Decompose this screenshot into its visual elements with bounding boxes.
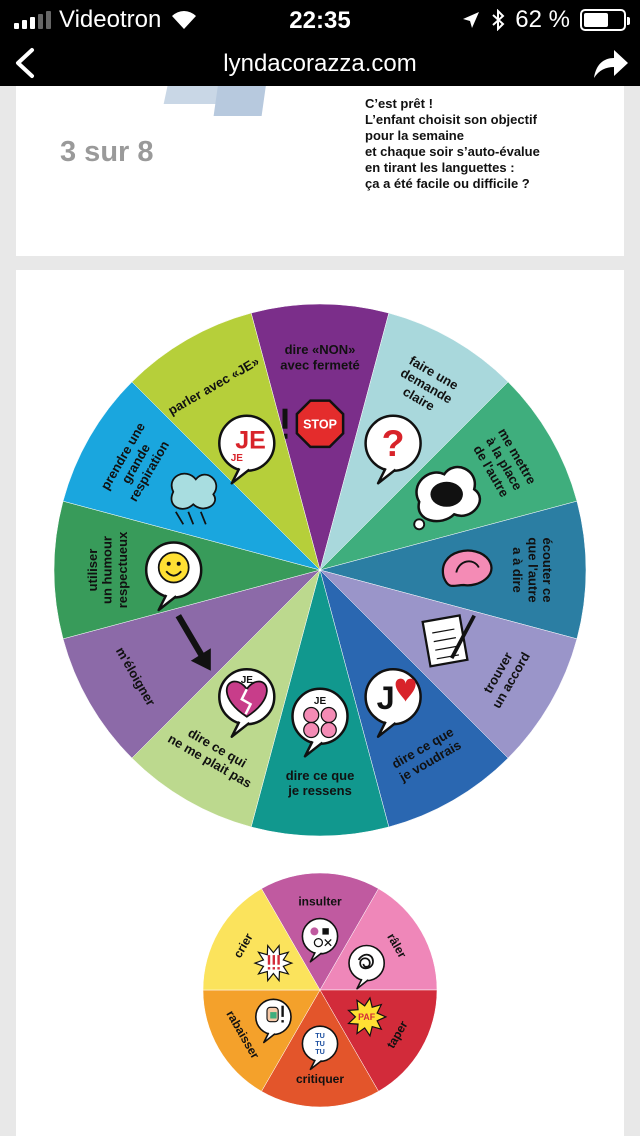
bluetooth-icon	[492, 9, 505, 31]
segment-slice	[319, 989, 438, 1092]
small-wheel-segment: insulter	[261, 872, 379, 991]
big-wheel-segment: m'éloigner	[62, 569, 321, 759]
small-wheel-segment: crier	[202, 888, 321, 991]
icon-text: ?	[382, 422, 405, 464]
icon-text: JE	[235, 426, 266, 454]
battery-percent: 62 %	[515, 6, 570, 33]
signal-strength-icon	[14, 11, 51, 29]
step-progress: 3 sur 8	[60, 136, 154, 168]
paf-burst-icon: PAF	[347, 996, 388, 1038]
je-heart-bubble-icon: J	[364, 667, 422, 738]
icon-text: JE	[231, 453, 244, 464]
description-line: ça a été facile ou difficile ?	[365, 176, 530, 191]
arrow-away-icon	[175, 614, 211, 671]
step-card: 3 sur 8 C’est prêt ! L’enfant choisit so…	[16, 86, 624, 256]
icon-text: STOP	[303, 418, 337, 432]
description-line: C’est prêt !	[365, 96, 433, 111]
segment-label-line: que l'autre	[525, 537, 540, 602]
broken-heart-bubble-icon: JE	[218, 667, 276, 738]
scribble-bubble-icon	[348, 944, 386, 990]
segment-label-line: écouter ce	[540, 537, 555, 602]
segment-label: critiquer	[296, 1072, 344, 1086]
emotions-bubble-icon: JE	[291, 687, 349, 758]
contract-pen-icon	[421, 614, 476, 668]
icon-text: JE	[314, 696, 327, 707]
segment-label-line: dire ce que	[286, 768, 355, 783]
share-arrow-icon[interactable]	[590, 46, 630, 82]
browser-nav-bar: lyndacorazza.com	[0, 40, 640, 86]
status-bar: Videotron 22:35 62 %	[0, 0, 640, 40]
pointing-bubble-icon	[254, 998, 292, 1044]
small-wheel-segment: rabaisser	[202, 989, 321, 1092]
back-chevron-icon[interactable]	[10, 44, 44, 82]
segment-label-line: a à dire	[510, 547, 525, 593]
segment-slice	[62, 569, 321, 759]
icon-text: TU	[315, 1039, 325, 1048]
decorative-paper-image	[213, 86, 267, 116]
segment-label-line: avec fermeté	[280, 357, 360, 372]
clock: 22:35	[289, 7, 351, 34]
icon-text: J	[377, 680, 395, 716]
segment-label: dire «NON»avec fermeté	[280, 342, 360, 372]
status-left: Videotron	[14, 0, 199, 40]
location-arrow-icon	[463, 12, 480, 28]
battery-fill	[584, 13, 608, 27]
segment-label-line: un humour	[100, 536, 115, 604]
small-wheel-segment: râler	[319, 888, 438, 991]
segment-label-line: respectueux	[115, 531, 130, 608]
segment-slice	[202, 888, 321, 991]
icon-text: PAF	[358, 1012, 376, 1022]
segment-label-line: utiliser	[85, 549, 100, 592]
description-line: et chaque soir s’auto-évalue	[365, 144, 540, 159]
decorative-paper-image	[163, 86, 223, 104]
icon-text: JE	[241, 675, 254, 686]
wifi-icon	[172, 11, 197, 29]
status-right: 62 %	[461, 0, 630, 40]
thought-cloud-icon	[413, 465, 481, 531]
url-label[interactable]: lyndacorazza.com	[223, 50, 417, 77]
description-line: L’enfant choisit son objectif	[365, 112, 537, 127]
description-line: en tirant les languettes :	[365, 160, 515, 175]
ear-icon	[441, 549, 493, 588]
insult-symbols-icon	[301, 917, 339, 963]
segment-label: insulter	[298, 894, 342, 908]
smiley-bubble-icon	[144, 541, 203, 612]
icon-text: TU	[315, 1047, 325, 1056]
segment-label-line: critiquer	[296, 1072, 344, 1086]
segment-label-line: dire «NON»	[285, 342, 356, 357]
shout-burst-icon	[253, 943, 294, 983]
segment-label-line: insulter	[298, 894, 342, 908]
question-mark-bubble-icon: ?	[364, 414, 422, 485]
stop-sign-icon: STOP	[282, 399, 345, 449]
battery-icon	[580, 9, 630, 31]
carrier-name: Videotron	[59, 6, 162, 33]
small-wheel: insulterrâlertaperPAFcritiquerTUTUTUraba…	[202, 872, 438, 1108]
segment-label-line: je ressens	[287, 783, 352, 798]
breath-icon	[170, 472, 218, 525]
icon-text: TU	[315, 1031, 325, 1040]
description-line: pour la semaine	[365, 128, 464, 143]
step-description: C’est prêt ! L’enfant choisit son object…	[365, 96, 540, 192]
